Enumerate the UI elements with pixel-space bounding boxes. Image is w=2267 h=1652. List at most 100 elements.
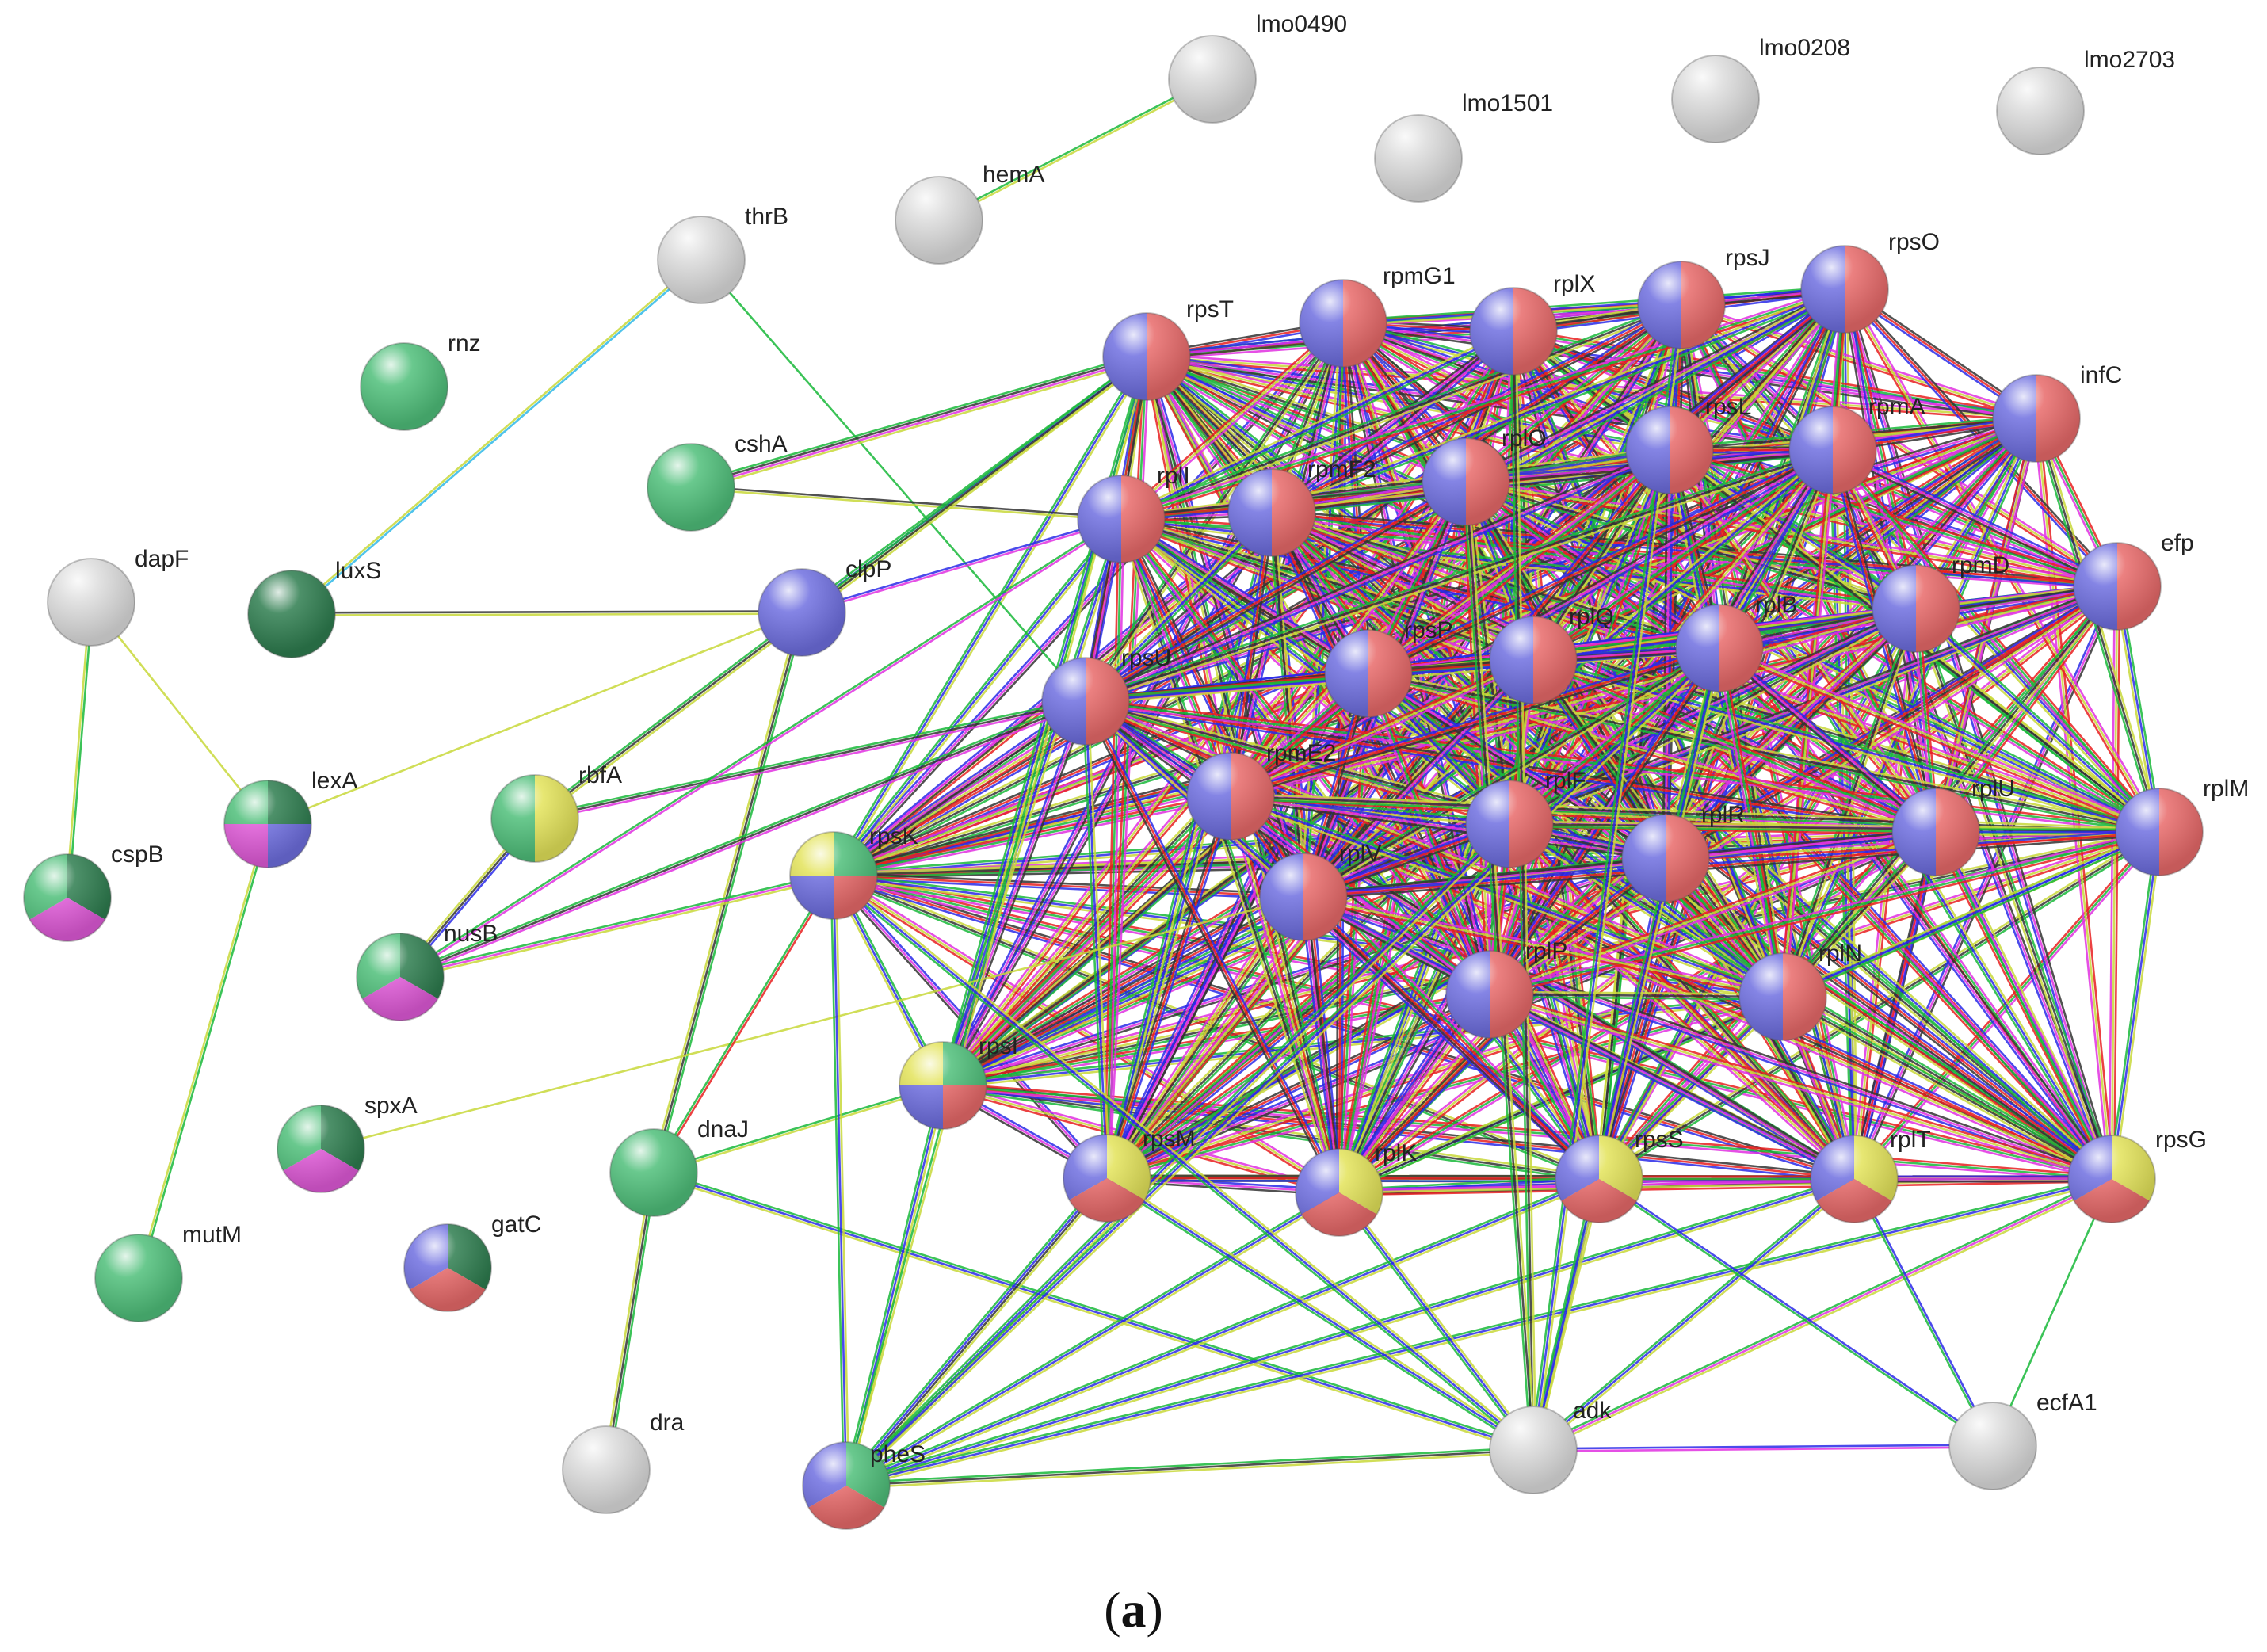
edge-line-green <box>1934 831 2113 1180</box>
edge-line-yellow <box>1338 585 2118 1194</box>
node-clpP[interactable]: clpP <box>758 556 891 657</box>
node-rpmA[interactable]: rpmA <box>1788 394 1925 494</box>
edge-rpsG-rplV <box>1302 893 2113 1183</box>
node-rplM[interactable]: rplM <box>2115 776 2249 876</box>
edge-line-green <box>1529 304 1681 1450</box>
edge-line-black <box>1464 285 1845 481</box>
edge-line-red <box>1718 649 2159 836</box>
edge-rpsG-rplM <box>2108 831 2163 1180</box>
node-dra[interactable]: dra <box>562 1410 685 1514</box>
node-infC[interactable]: infC <box>1992 362 2122 463</box>
node-gloss <box>1992 374 2081 463</box>
node-rplN[interactable]: rplN <box>1738 940 1862 1041</box>
node-ecfA1[interactable]: ecfA1 <box>1948 1390 2097 1490</box>
edge-line-blue <box>1720 645 1938 831</box>
edge-line-yellow <box>320 895 1304 1150</box>
node-rplB[interactable]: rplB <box>1675 592 1797 692</box>
edge-line-red <box>1490 833 2161 998</box>
node-rplR[interactable]: rplR <box>1621 802 1745 902</box>
node-mutM[interactable]: mutM <box>94 1222 242 1322</box>
node-rplF[interactable]: rplF <box>1465 768 1586 868</box>
node-rplV[interactable]: rplV <box>1259 841 1381 941</box>
node-rbfA[interactable]: rbfA <box>490 762 622 863</box>
node-rpmE2[interactable]: rpmE2 <box>1186 740 1336 841</box>
node-rpsJ[interactable]: rpsJ <box>1637 245 1770 349</box>
edge-line-red <box>1487 605 1915 994</box>
node-rplI[interactable]: rplI <box>1077 463 1190 563</box>
edge-dnaJ-rpsI <box>653 1083 944 1175</box>
node-lmo0208[interactable]: lmo0208 <box>1671 35 1850 143</box>
node-lmo2703[interactable]: lmo2703 <box>1996 47 2175 155</box>
edge-line-black <box>534 355 1147 820</box>
edge-line-black <box>1368 451 1834 677</box>
edge-pheS-adk <box>845 1446 1534 1490</box>
edge-line-green <box>1784 418 2040 998</box>
edge-rpmA-rpsP <box>1367 446 1834 677</box>
edge-line-yellow <box>654 1085 944 1175</box>
node-rpmG1[interactable]: rpmG1 <box>1299 263 1456 368</box>
edge-line-green <box>843 645 1719 1485</box>
node-efp[interactable]: efp <box>2073 530 2194 631</box>
edge-line-green <box>700 259 1086 702</box>
node-rplK[interactable]: rplK <box>1295 1140 1417 1237</box>
node-rplO[interactable]: rplO <box>1422 425 1547 526</box>
node-rplT[interactable]: rplT <box>1810 1127 1931 1223</box>
edge-line-magenta <box>691 357 1147 490</box>
edge-line-black <box>1272 306 1684 517</box>
edge-line-black <box>605 1172 655 1471</box>
node-rpsU[interactable]: rpsU <box>1041 645 1171 746</box>
node-rpmD[interactable]: rpmD <box>1872 552 2009 653</box>
node-luxS[interactable]: luxS <box>247 558 381 658</box>
node-rpsM[interactable]: rpsM <box>1063 1126 1196 1223</box>
node-label-rplR: rplR <box>1701 802 1745 828</box>
node-thrB[interactable]: thrB <box>657 204 788 304</box>
node-dnaJ[interactable]: dnaJ <box>609 1116 749 1217</box>
edge-rpmD-rplN <box>1779 607 1920 998</box>
node-lmo1501[interactable]: lmo1501 <box>1374 90 1553 203</box>
node-rnz[interactable]: rnz <box>360 330 481 431</box>
node-hemA[interactable]: hemA <box>895 162 1044 265</box>
node-gloss <box>1469 287 1558 376</box>
node-rplU[interactable]: rplU <box>1891 776 2015 876</box>
edge-line-magenta <box>1364 673 1598 1181</box>
edge-line-yellow <box>1120 322 1344 520</box>
edge-rpmD-rplM <box>1913 605 2162 835</box>
edge-rpsI-rpmE2 <box>940 793 1234 1089</box>
node-lmo0490[interactable]: lmo0490 <box>1168 11 1347 124</box>
node-rpsS[interactable]: rpsS <box>1555 1127 1684 1223</box>
node-rpsT[interactable]: rpsT <box>1102 296 1234 401</box>
node-lexA[interactable]: lexA <box>223 768 357 868</box>
edge-line-magenta <box>1228 797 1489 998</box>
node-rplX[interactable]: rplX <box>1469 271 1595 376</box>
node-pheS[interactable]: pheS <box>802 1441 926 1530</box>
edge-line-green <box>651 874 834 1173</box>
edge-pheS-rpsK <box>830 875 850 1486</box>
node-gloss <box>1671 55 1760 143</box>
node-dapF[interactable]: dapF <box>47 546 189 647</box>
edge-line-black <box>1085 448 1834 703</box>
edge-line-green <box>1597 1179 1993 1448</box>
node-rpsP[interactable]: rpsP <box>1324 617 1453 718</box>
node-rpsK[interactable]: rpsK <box>789 823 918 920</box>
node-rpmF2[interactable]: rpmF2 <box>1227 456 1376 557</box>
node-gloss <box>647 443 735 532</box>
node-nusB[interactable]: nusB <box>356 921 498 1021</box>
node-rpsL[interactable]: rpsL <box>1625 394 1751 494</box>
edge-line-black <box>1269 328 1513 512</box>
node-rpsO[interactable]: rpsO <box>1800 229 1940 334</box>
node-gloss <box>657 216 746 304</box>
node-rpsI[interactable]: rpsI <box>899 1033 1018 1130</box>
edge-line-green <box>1510 821 1785 996</box>
node-cshA[interactable]: cshA <box>647 431 788 532</box>
node-spxA[interactable]: spxA <box>277 1093 418 1193</box>
node-cspB[interactable]: cspB <box>23 841 164 942</box>
node-rplP[interactable]: rplP <box>1445 938 1567 1039</box>
node-gatC[interactable]: gatC <box>403 1211 541 1312</box>
node-rpsG[interactable]: rpsG <box>2067 1127 2207 1223</box>
node-adk[interactable]: adk <box>1489 1398 1612 1494</box>
edge-line-green <box>1489 830 2160 996</box>
edge-line-blue <box>1666 855 2114 1178</box>
node-rplQ[interactable]: rplQ <box>1489 604 1614 704</box>
edge-ecfA1-rplT <box>1852 1177 1995 1448</box>
edge-line-magenta <box>1488 995 2112 1183</box>
